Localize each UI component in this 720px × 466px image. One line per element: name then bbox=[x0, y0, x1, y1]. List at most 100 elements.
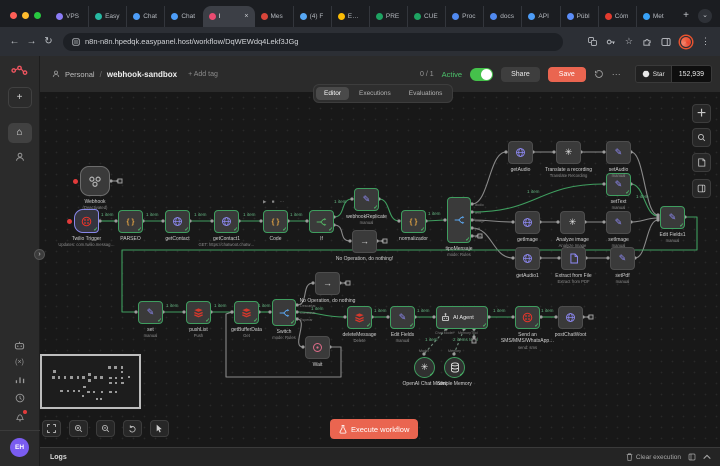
browser-tab-0[interactable]: VPS bbox=[50, 6, 88, 27]
share-button[interactable]: Share bbox=[501, 66, 540, 82]
node-oaimodel[interactable]: ✳✓ bbox=[414, 357, 435, 378]
browser-tab-5[interactable]: Mes bbox=[255, 6, 293, 27]
node-tipo[interactable]: ✓ bbox=[447, 197, 471, 243]
node-simplemem[interactable]: ✓ bbox=[444, 357, 465, 378]
add-tag-button[interactable]: + Add tag bbox=[188, 70, 218, 78]
browser-tab-1[interactable]: Easy bbox=[88, 6, 126, 27]
user-avatar[interactable]: EH bbox=[10, 438, 29, 457]
node-webhook[interactable] bbox=[73, 166, 110, 196]
node-if[interactable]: ✓ bbox=[309, 210, 334, 233]
reload-icon[interactable]: ↻ bbox=[44, 36, 53, 47]
node-hover-toolbar[interactable]: ▶ ■ ⋯ bbox=[263, 199, 287, 204]
save-button[interactable]: Save bbox=[547, 66, 586, 82]
browser-tab-14[interactable]: Cóm bbox=[597, 6, 636, 27]
node-noop2[interactable]: → bbox=[315, 272, 340, 295]
node-ef[interactable]: ✎✓ bbox=[390, 306, 415, 329]
zoom-window-button[interactable] bbox=[34, 12, 41, 19]
canvas-minimap[interactable] bbox=[40, 354, 141, 409]
add-workflow-button[interactable]: + bbox=[7, 87, 32, 108]
node-code[interactable]: { }✓ bbox=[263, 210, 288, 233]
node-getcontact[interactable]: ✓ bbox=[165, 210, 190, 233]
node-parseo[interactable]: { }✓ bbox=[118, 210, 143, 233]
undo-button[interactable] bbox=[123, 420, 142, 437]
collapse-logs-chevron[interactable] bbox=[703, 454, 711, 460]
notifications-bell-icon[interactable] bbox=[15, 410, 27, 422]
node-getaudio[interactable] bbox=[508, 141, 533, 164]
close-window-button[interactable] bbox=[10, 12, 17, 19]
edge-endpoint-stub[interactable] bbox=[477, 233, 483, 239]
sidepanel-icon[interactable] bbox=[661, 37, 671, 47]
forward-icon[interactable]: → bbox=[26, 36, 37, 47]
new-tab-button[interactable]: + bbox=[683, 10, 689, 21]
execute-workflow-button[interactable]: Execute workflow bbox=[330, 419, 419, 439]
node-twilio[interactable]: ✓ bbox=[67, 209, 99, 233]
node-analyze[interactable]: ✳ bbox=[560, 211, 585, 234]
node-setpdf[interactable]: ✎ bbox=[610, 247, 635, 270]
canvas-search-icon[interactable] bbox=[692, 128, 711, 147]
history-icon[interactable] bbox=[594, 69, 604, 79]
edge-endpoint-stub[interactable] bbox=[471, 338, 477, 344]
node-translate[interactable]: ✳ bbox=[556, 141, 581, 164]
node-agent[interactable]: AI Agent✓ bbox=[436, 306, 488, 329]
variables-icon[interactable]: (×) bbox=[15, 359, 24, 366]
edge-endpoint-stub[interactable] bbox=[382, 238, 388, 244]
extensions-icon[interactable] bbox=[642, 37, 652, 47]
clear-execution-button[interactable]: Clear execution bbox=[626, 453, 681, 461]
address-bar[interactable]: n8n-n8n.hpedqk.easypanel.host/workflow/D… bbox=[63, 32, 563, 51]
node-postchat[interactable] bbox=[558, 306, 583, 329]
node-wait[interactable] bbox=[305, 336, 330, 359]
node-setaudio[interactable]: ✎ bbox=[606, 141, 631, 164]
zoom-in-button[interactable] bbox=[69, 420, 88, 437]
logs-bar[interactable]: Logs Clear execution bbox=[40, 447, 720, 466]
open-logs-icon[interactable] bbox=[688, 453, 696, 461]
edge-endpoint-stub[interactable] bbox=[345, 280, 351, 286]
profile-avatar[interactable] bbox=[680, 35, 692, 48]
browser-tab-6[interactable]: (4) F bbox=[292, 6, 331, 27]
browser-tab-9[interactable]: CUE bbox=[407, 6, 445, 27]
browser-tab-2[interactable]: Chat bbox=[126, 6, 164, 27]
node-set[interactable]: ✎✓ bbox=[138, 301, 163, 324]
browser-tab-11[interactable]: docs bbox=[483, 6, 521, 27]
tab-close-icon[interactable]: × bbox=[244, 13, 249, 20]
tab-evaluations[interactable]: Evaluations bbox=[408, 90, 443, 97]
fit-view-button[interactable] bbox=[42, 420, 61, 437]
node-noop1[interactable]: → bbox=[352, 230, 377, 253]
selection-cursor-button[interactable] bbox=[150, 420, 169, 437]
edge-endpoint-stub[interactable] bbox=[117, 178, 123, 184]
node-send[interactable]: ✓ bbox=[515, 306, 540, 329]
node-getcontact1[interactable]: ✓ bbox=[214, 210, 239, 233]
passwords-key-icon[interactable] bbox=[606, 37, 616, 47]
zoom-out-button[interactable] bbox=[96, 420, 115, 437]
node-extract[interactable] bbox=[561, 247, 586, 270]
browser-tab-8[interactable]: PRE bbox=[368, 6, 407, 27]
browser-tab-4[interactable]: I× bbox=[202, 6, 255, 27]
sticky-note-icon[interactable] bbox=[692, 153, 711, 172]
templates-icon[interactable] bbox=[14, 341, 25, 350]
sidebar-item-overview[interactable]: ⌂ bbox=[7, 123, 32, 143]
node-setimage[interactable]: ✎ bbox=[606, 211, 631, 234]
active-toggle[interactable] bbox=[470, 67, 494, 81]
browser-tab-10[interactable]: Proc bbox=[445, 6, 483, 27]
browser-tab-15[interactable]: Met bbox=[635, 6, 674, 27]
insights-icon[interactable] bbox=[15, 375, 25, 384]
logs-panel-icon[interactable] bbox=[692, 179, 711, 198]
bookmark-star-icon[interactable]: ☆ bbox=[624, 36, 633, 46]
node-getbuffer[interactable]: ✓ bbox=[234, 301, 259, 324]
tab-executions[interactable]: Executions bbox=[358, 90, 391, 97]
sidebar-expand-chevron[interactable]: › bbox=[34, 249, 45, 260]
node-settext[interactable]: ✎✓ bbox=[606, 173, 631, 196]
node-getaudio1[interactable] bbox=[515, 247, 540, 270]
edge-endpoint-stub[interactable] bbox=[588, 314, 594, 320]
browser-menu-icon[interactable]: ⋮ bbox=[701, 36, 710, 46]
back-icon[interactable]: ← bbox=[9, 36, 20, 47]
n8n-logo-icon[interactable] bbox=[11, 64, 28, 77]
tab-search-chevron[interactable]: ⌄ bbox=[698, 9, 712, 23]
github-star-button[interactable]: Star bbox=[635, 66, 671, 82]
github-star-widget[interactable]: Star 152,939 bbox=[634, 65, 712, 83]
browser-tab-12[interactable]: API bbox=[521, 6, 559, 27]
node-norm[interactable]: { }✓ bbox=[401, 210, 426, 233]
site-info-icon[interactable] bbox=[72, 37, 80, 46]
node-getimage[interactable] bbox=[515, 211, 540, 234]
sidebar-item-personal[interactable] bbox=[15, 152, 25, 162]
more-menu-icon[interactable]: ⋯ bbox=[611, 68, 621, 79]
